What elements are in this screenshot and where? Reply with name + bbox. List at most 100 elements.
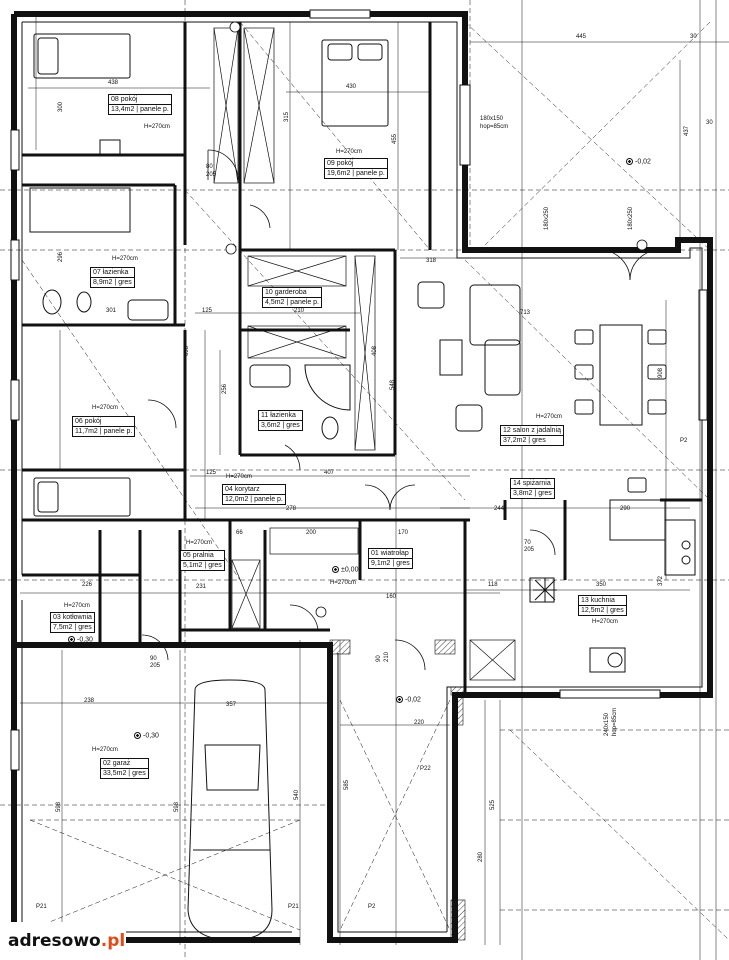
door-note-entrance-h: 210 [384,651,390,662]
dim-318: 318 [426,258,437,264]
dim-438: 438 [108,80,119,86]
room-label-salon-12: 12 salon z jadalnią 37,2m2 | gres [500,425,564,446]
room-label-garaz-02: 02 garaż 33,5m2 | gres [100,758,149,779]
room-label-garderoba-10: 10 garderoba 4,5m2 | panele p. [262,287,322,308]
room-label-pokoj-06: 06 pokój 11,7m2 | panele p. [72,416,136,437]
dim-408: 408 [372,345,378,356]
dim-315: 315 [284,111,290,122]
dim-244: 244 [494,506,505,512]
doors [141,149,661,671]
section-mark-p21-a: P21 [36,904,47,910]
level-garage: -0,30 [134,732,159,739]
window-note-1-hop: hop=85cm [480,124,509,130]
room-height-08: H=270cm [144,124,170,130]
section-mark-p22: P22 [420,766,431,772]
dim-372: 372 [658,575,664,586]
car [187,679,273,941]
watermark-logo: adresowo.pl [0,922,126,960]
dim-30-b: 30 [706,120,713,126]
dim-300: 300 [58,101,64,112]
level-entrance: ±0,00 [332,566,358,573]
dim-445: 445 [576,34,587,40]
room-height-02: H=270cm [92,747,118,753]
room-label-pralnia-05: 05 pralnia 5,1m2 | gres [180,550,225,571]
dim-66: 66 [236,530,243,536]
dim-430: 430 [346,84,357,90]
dim-598-b: 598 [174,801,180,812]
room-label-spizarnia-14: 14 spiżarnia 3,8m2 | gres [510,478,555,499]
dim-210: 210 [294,308,305,314]
level-boiler: -0,30 [68,636,93,643]
room-label-kuchnia-13: 13 kuchnia 12,5m2 | gres [578,595,627,616]
dim-525: 525 [490,799,496,810]
dim-220: 220 [414,720,425,726]
wall-posts [329,639,466,941]
door-note-70: 70 [524,540,531,546]
dim-226: 226 [82,582,93,588]
door-note-80-h: 205 [206,172,217,178]
room-label-lazienka-11: 11 łazienka 3,6m2 | gres [258,410,303,431]
kitchen-hood-symbol [533,578,557,602]
room-label-kotlownia-03: 03 kotłownia 7,5m2 | gres [50,612,95,633]
section-circles [225,21,648,618]
dim-200: 200 [306,530,317,536]
dim-125-b: 125 [206,470,217,476]
room-height-12: H=270cm [536,414,562,420]
dim-160: 160 [386,594,397,600]
dim-455: 455 [392,133,398,144]
room-label-lazienka-07: 07 łazienka 8,9m2 | gres [90,267,135,288]
room-label-korytarz-04: 04 korytarz 12,0m2 | panele p. [222,484,286,505]
dim-548: 548 [390,379,396,390]
level-porch: -0,02 [396,696,421,703]
door-note-70-h: 205 [524,547,535,553]
dim-231: 231 [196,584,207,590]
window-note-2-hop: hop=85cm [612,707,618,736]
dim-598-a: 598 [56,801,62,812]
dim-256: 256 [222,383,228,394]
room-height-03: H=270cm [64,603,90,609]
dim-301: 301 [106,308,117,314]
dim-713: 713 [520,310,531,316]
room-label-pokoj-09: 09 pokój 19,6m2 | panele p. [324,158,388,179]
dim-437: 437 [684,125,690,136]
windows [10,9,708,771]
room-height-09: H=270cm [336,149,362,155]
room-height-04: H=270cm [226,474,252,480]
dim-238: 238 [84,698,95,704]
room-label-wiatrolap-01: 01 wiatrołap 9,1m2 | gres [368,548,413,569]
dim-170: 170 [398,530,409,536]
window-note-3: 180x250 [544,206,550,230]
dim-280: 280 [478,851,484,862]
window-note-4: 180x250 [628,206,634,230]
room-height-06: H=270cm [92,405,118,411]
door-note-90: 90 [150,656,157,662]
dim-290: 290 [620,506,631,512]
dimension-lines [20,0,729,960]
door-note-entrance: 90 [376,655,382,662]
bathroom-fixtures [29,139,351,440]
level-terrace: -0,02 [626,158,651,165]
room-height-01: H=270cm [330,580,356,586]
room-label-pokoj-08: 08 pokój 13,4m2 | panele p. [108,94,172,115]
section-mark-p21-b: P21 [288,904,299,910]
dim-118: 118 [488,582,498,588]
wardrobes [213,27,516,681]
dim-278: 278 [286,506,297,512]
room-height-13: H=270cm [592,619,618,625]
living-furniture [417,281,696,673]
door-note-90-h: 205 [150,663,161,669]
section-mark-p2-b: P2 [680,438,688,444]
window-note-2: 240x150 [604,712,610,736]
dim-296: 296 [58,251,64,262]
dim-357: 357 [226,702,237,708]
dim-908: 908 [658,367,664,378]
section-mark-p2-a: P2 [368,904,376,910]
window-note-1: 180x150 [480,116,504,122]
beds [33,33,389,517]
dim-30-a: 30 [690,34,697,40]
dim-407: 407 [324,470,335,476]
room-height-07: H=270cm [112,256,138,262]
dim-585: 585 [344,779,350,790]
